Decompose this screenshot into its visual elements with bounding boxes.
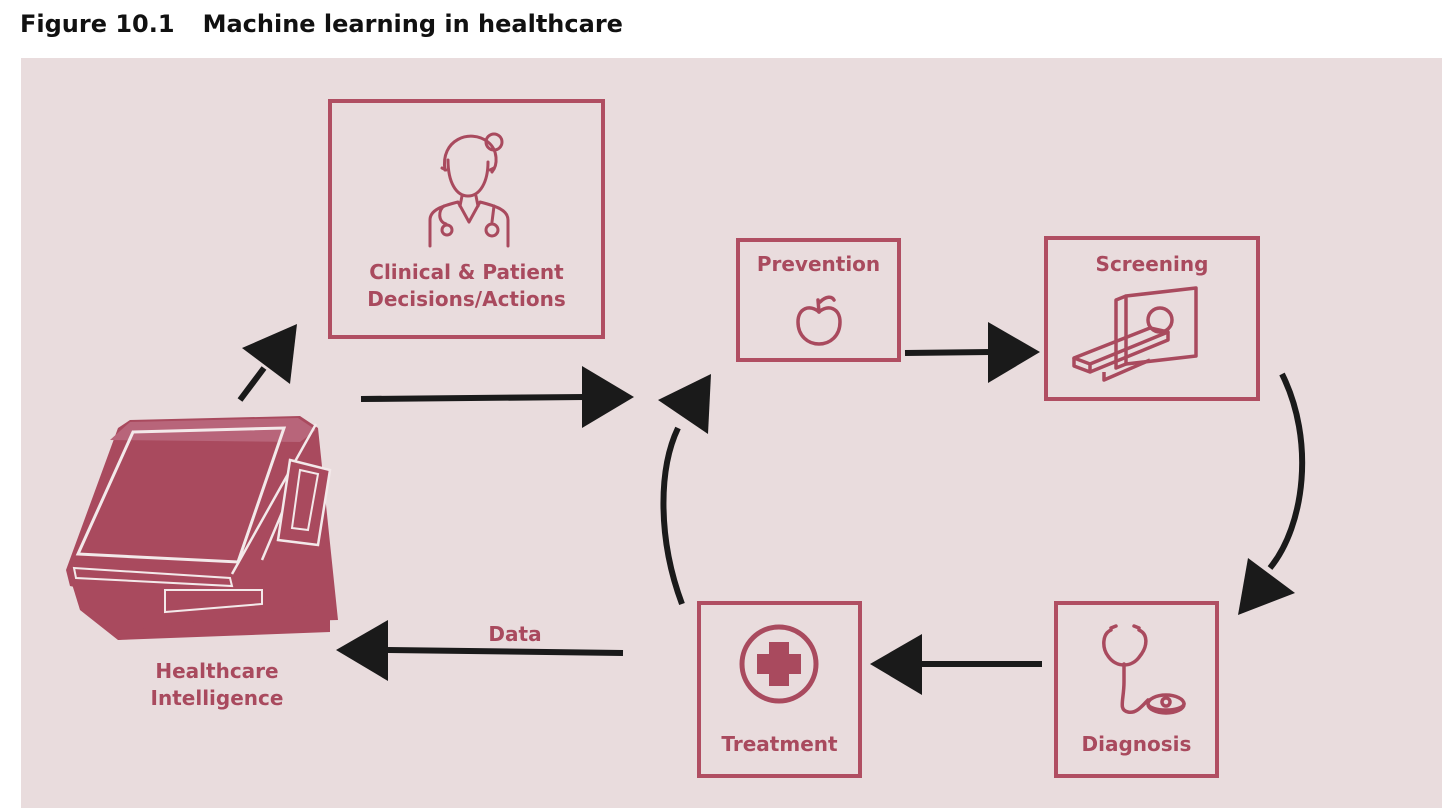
diagnosis-box <box>1054 601 1219 778</box>
arrow-prevention-to-screening <box>904 322 1040 383</box>
doctor-icon <box>428 132 510 248</box>
data-edge-label: Data <box>488 622 542 646</box>
intelligence-label-line2: Intelligence <box>150 686 284 710</box>
arrow-screening-to-diagnosis <box>1238 372 1306 615</box>
stethoscope-icon <box>1102 624 1186 715</box>
treatment-label: Treatment <box>721 732 838 756</box>
clinical-decisions-box <box>328 99 605 339</box>
figure-caption: Machine learning in healthcare <box>202 10 623 38</box>
arrow-to-cycle <box>360 366 634 428</box>
data-arrow-to-intelligence <box>336 620 624 681</box>
prevention-label: Prevention <box>756 252 881 276</box>
ct-scanner-icon <box>1072 286 1198 382</box>
apple-icon <box>796 295 842 346</box>
arrow-diagnosis-to-treatment <box>870 634 1042 695</box>
arrow-to-clinical <box>237 324 297 402</box>
treatment-box <box>697 601 862 778</box>
figure-number: Figure 10.1 <box>20 10 175 38</box>
figure-title: Figure 10.1 Machine learning in healthcar… <box>20 10 623 38</box>
screening-box <box>1044 236 1260 401</box>
medical-cross-icon <box>739 624 819 704</box>
computer-terminal-icon <box>66 416 338 640</box>
prevention-box <box>736 238 901 362</box>
clinical-decisions-label: Clinical & Patient Decisions/Actions <box>328 259 605 313</box>
screening-label: Screening <box>1095 252 1209 276</box>
clinical-label-line1: Clinical & Patient <box>369 260 564 284</box>
arrow-treatment-to-prevention <box>658 374 711 606</box>
diagnosis-label: Diagnosis <box>1081 732 1192 756</box>
healthcare-intelligence-label: Healthcare Intelligence <box>112 658 322 712</box>
intelligence-label-line1: Healthcare <box>155 659 279 683</box>
clinical-label-line2: Decisions/Actions <box>367 287 566 311</box>
